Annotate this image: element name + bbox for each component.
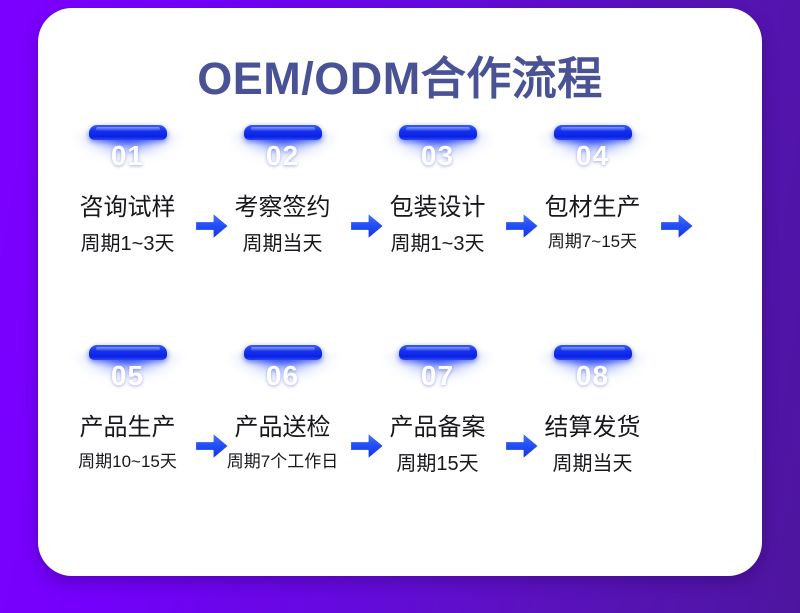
badge-glow-icon: [228, 353, 337, 407]
step-badge-05: 05: [69, 345, 187, 407]
step-name: 结算发货: [544, 414, 641, 441]
step-cycle: 周期15天: [396, 453, 479, 475]
step-name: 咨询试样: [79, 194, 176, 221]
flow-step-06: 06 产品送检周期7个工作日: [205, 345, 385, 473]
badge-bar-icon: [553, 345, 632, 360]
step-cycle: 周期7~15天: [547, 232, 638, 251]
step-number: 03: [420, 140, 455, 171]
step-badge-04: 04: [534, 125, 652, 187]
badge-bar-icon: [398, 345, 477, 360]
badge-glow-icon: [538, 133, 647, 187]
arrow-right-icon: [194, 431, 230, 461]
arrow-right-icon: [504, 431, 540, 461]
step-number: 02: [265, 140, 300, 171]
step-cycle: 周期当天: [552, 453, 633, 475]
flow-row-1: 01 咨询试样周期1~3天 02 考察签约周期当天 03 包装设计周期1~3天 04 包材生产…: [50, 125, 750, 275]
arrow-right-icon: [194, 211, 230, 241]
step-name: 考察签约: [234, 194, 331, 221]
flow-step-02: 02 考察签约周期当天: [205, 125, 385, 257]
badge-bar-icon: [553, 125, 632, 140]
step-number: 08: [575, 360, 610, 391]
step-number: 05: [110, 360, 145, 391]
badge-glow-icon: [383, 353, 492, 407]
step-number: 06: [265, 360, 300, 391]
flow-step-05: 05 产品生产周期10~15天: [50, 345, 230, 473]
arrow-right-icon: [349, 211, 385, 241]
content-card: OEM/ODM合作流程 01 咨询试样周期1~3天 02 考察签约周期当天 03 包装设计…: [38, 8, 762, 576]
arrow-right-icon: [349, 431, 385, 461]
step-badge-01: 01: [69, 125, 187, 187]
step-cycle: 周期当天: [242, 233, 323, 255]
badge-bar-icon: [243, 345, 322, 360]
step-name: 产品备案: [389, 414, 486, 441]
flow-step-07: 07 产品备案周期15天: [360, 345, 540, 477]
badge-glow-icon: [538, 353, 647, 407]
flow-step-04: 04 包材生产周期7~15天: [515, 125, 695, 253]
flow-step-01: 01 咨询试样周期1~3天: [50, 125, 230, 257]
badge-bar-icon: [88, 125, 167, 140]
step-badge-02: 02: [224, 125, 342, 187]
badge-glow-icon: [383, 133, 492, 187]
step-name: 包材生产: [544, 194, 641, 221]
badge-glow-icon: [228, 133, 337, 187]
badge-glow-icon: [73, 133, 182, 187]
step-name: 包装设计: [389, 194, 486, 221]
step-badge-06: 06: [224, 345, 342, 407]
flow-step-03: 03 包装设计周期1~3天: [360, 125, 540, 257]
step-badge-03: 03: [379, 125, 497, 187]
arrow-right-icon: [659, 211, 695, 241]
badge-bar-icon: [243, 125, 322, 140]
step-name: 产品生产: [79, 414, 176, 441]
badge-glow-icon: [73, 353, 182, 407]
step-cycle: 周期1~3天: [390, 233, 485, 255]
step-cycle: 周期1~3天: [80, 233, 175, 255]
flow-row-2: 05 产品生产周期10~15天 06 产品送检周期7个工作日 07 产品备案周期15天 08…: [50, 345, 750, 495]
step-cycle: 周期7个工作日: [226, 452, 339, 471]
step-badge-07: 07: [379, 345, 497, 407]
page-title: OEM/ODM合作流程: [197, 53, 603, 104]
step-number: 01: [110, 140, 145, 171]
arrow-right-icon: [504, 211, 540, 241]
step-number: 04: [575, 140, 610, 171]
step-name: 产品送检: [234, 414, 331, 441]
badge-bar-icon: [88, 345, 167, 360]
flow-step-08: 08 结算发货周期当天: [515, 345, 670, 477]
step-number: 07: [420, 360, 455, 391]
step-cycle: 周期10~15天: [78, 452, 177, 471]
badge-bar-icon: [398, 125, 477, 140]
step-badge-08: 08: [534, 345, 652, 407]
